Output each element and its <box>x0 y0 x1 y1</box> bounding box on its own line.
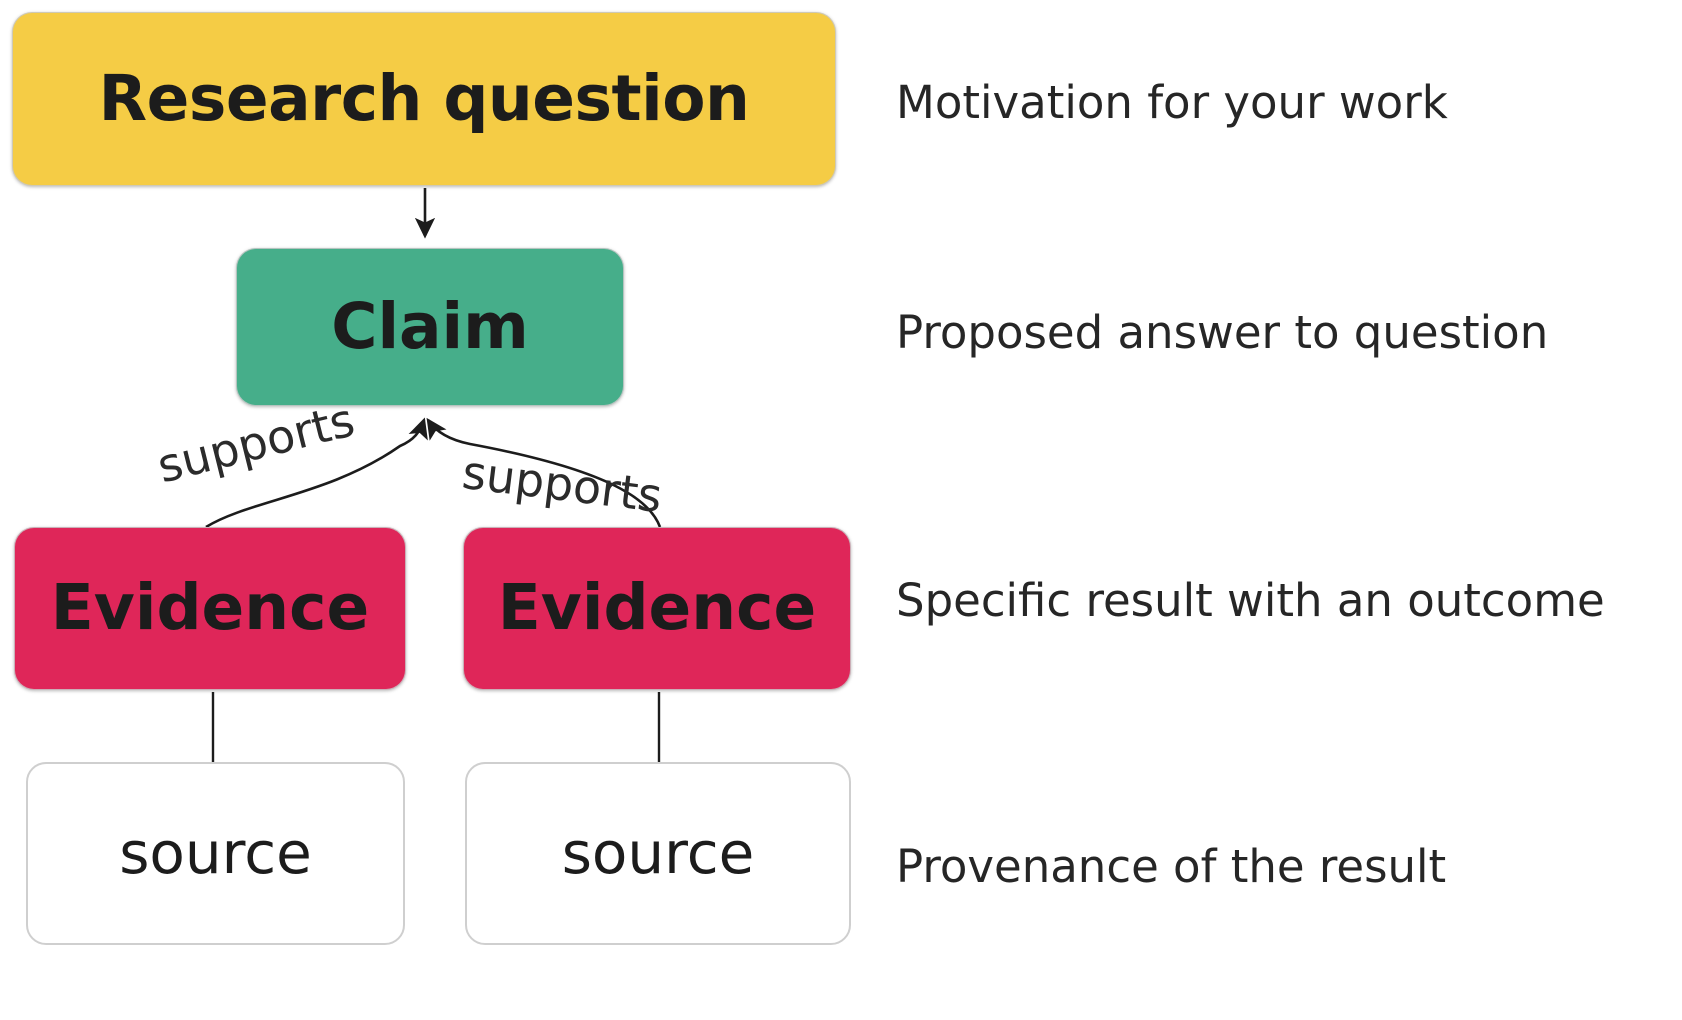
edge-label-supports-right: supports <box>459 445 666 524</box>
annotation-research-question: Motivation for your work <box>896 76 1448 129</box>
node-source-left[interactable]: source <box>26 762 405 945</box>
annotation-source: Provenance of the result <box>896 840 1447 893</box>
node-evidence-left[interactable]: Evidence <box>14 527 406 690</box>
node-research-question[interactable]: Research question <box>12 12 836 186</box>
edge-label-supports-left: supports <box>152 392 360 494</box>
node-claim[interactable]: Claim <box>236 248 624 406</box>
node-evidence-right[interactable]: Evidence <box>463 527 851 690</box>
annotation-claim: Proposed answer to question <box>896 306 1549 359</box>
node-source-right[interactable]: source <box>465 762 851 945</box>
annotation-evidence: Specific result with an outcome <box>896 574 1605 627</box>
